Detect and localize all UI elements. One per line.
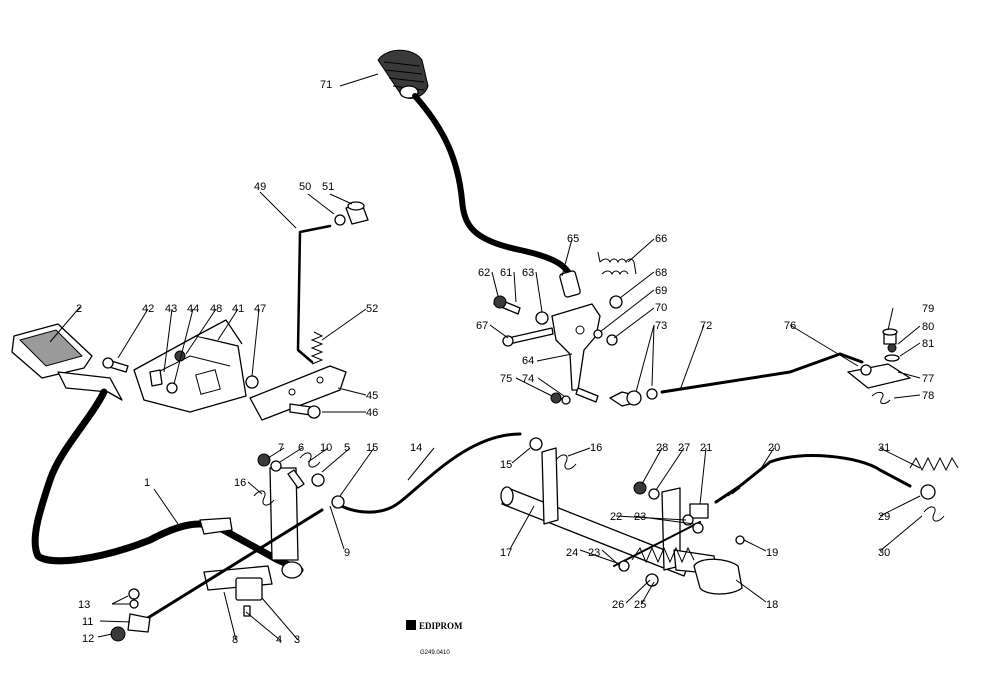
callout-16-right: 16 xyxy=(590,442,602,454)
callout-13: 13 xyxy=(78,599,90,611)
gear-lever-rod xyxy=(412,93,581,298)
callout-24: 24 xyxy=(566,547,578,559)
callout-1: 1 xyxy=(144,477,150,489)
callout-45: 45 xyxy=(366,390,378,402)
shaft-clamp xyxy=(693,535,745,595)
callout-46: 46 xyxy=(366,407,378,419)
callout-50: 50 xyxy=(299,181,311,193)
drawing-code: G249.0410 xyxy=(420,650,450,656)
callout-62: 62 xyxy=(478,267,490,279)
brand-name: EDIPROM xyxy=(419,621,463,631)
brake-pedal xyxy=(11,323,123,401)
callout-68: 68 xyxy=(655,267,667,279)
callout-75: 75 xyxy=(500,373,512,385)
callout-18: 18 xyxy=(766,599,778,611)
callout-26: 26 xyxy=(612,599,624,611)
callout-81: 81 xyxy=(922,338,934,350)
callout-63: 63 xyxy=(522,267,534,279)
callout-65: 65 xyxy=(567,233,579,245)
callout-31: 31 xyxy=(878,442,890,454)
torsion-spring xyxy=(597,251,637,276)
callout-41: 41 xyxy=(232,303,244,315)
spring-assembly xyxy=(613,481,709,587)
callout-52: 52 xyxy=(366,303,378,315)
connecting-rod-14 xyxy=(331,432,577,514)
callout-3: 3 xyxy=(294,634,300,646)
linkage-plate xyxy=(847,328,911,405)
callout-14: 14 xyxy=(410,442,422,454)
callout-69: 69 xyxy=(655,285,667,297)
callout-8: 8 xyxy=(232,634,238,646)
callout-17: 17 xyxy=(500,547,512,559)
rod-and-plate xyxy=(249,201,369,421)
callout-15-right: 15 xyxy=(500,459,512,471)
callout-7: 7 xyxy=(278,442,284,454)
callout-44: 44 xyxy=(187,303,199,315)
callout-43: 43 xyxy=(165,303,177,315)
callout-77: 77 xyxy=(922,373,934,385)
lever-bracket xyxy=(493,295,623,405)
ediprom-logo: EDIPROM G249.0410 xyxy=(406,620,463,656)
callout-61: 61 xyxy=(500,267,512,279)
callout-20: 20 xyxy=(768,442,780,454)
callout-21: 21 xyxy=(700,442,712,454)
callout-48: 48 xyxy=(210,303,222,315)
callout-16-left: 16 xyxy=(234,477,246,489)
callout-22: 22 xyxy=(610,511,622,523)
callout-5: 5 xyxy=(344,442,350,454)
callout-labels: 71 49 50 51 52 2 42 43 44 48 41 47 45 46… xyxy=(76,79,934,646)
callout-49: 49 xyxy=(254,181,266,193)
callout-23-upper: 23 xyxy=(634,511,646,523)
adjusting-rod-20 xyxy=(714,454,912,504)
callout-2: 2 xyxy=(76,303,82,315)
callout-71: 71 xyxy=(320,79,332,91)
callout-11: 11 xyxy=(82,616,93,628)
callout-64: 64 xyxy=(522,355,534,367)
callout-70: 70 xyxy=(655,302,667,314)
callout-78: 78 xyxy=(922,390,934,402)
callout-66: 66 xyxy=(655,233,667,245)
pivot-hardware xyxy=(253,452,325,506)
callout-23-lower: 23 xyxy=(588,547,600,559)
callout-79: 79 xyxy=(922,303,934,315)
callout-47: 47 xyxy=(254,303,266,315)
callout-29: 29 xyxy=(878,511,890,523)
rear-spring xyxy=(909,456,959,522)
callout-42: 42 xyxy=(142,303,154,315)
long-rod xyxy=(609,352,864,407)
callout-74: 74 xyxy=(522,373,534,385)
callout-80: 80 xyxy=(922,321,934,333)
callout-73: 73 xyxy=(655,320,667,332)
callout-51: 51 xyxy=(322,181,334,193)
callout-4: 4 xyxy=(276,634,282,646)
callout-28: 28 xyxy=(656,442,668,454)
callout-10: 10 xyxy=(320,442,332,454)
callout-9: 9 xyxy=(344,547,350,559)
leader-lines xyxy=(49,73,923,641)
callout-76: 76 xyxy=(784,320,796,332)
callout-30: 30 xyxy=(878,547,890,559)
callout-15-left: 15 xyxy=(366,442,378,454)
callout-27: 27 xyxy=(678,442,690,454)
main-pedal-shaft xyxy=(31,388,304,601)
callout-67: 67 xyxy=(476,320,488,332)
callout-72: 72 xyxy=(700,320,712,332)
gear-lever-knob xyxy=(377,49,429,99)
callout-6: 6 xyxy=(298,442,304,454)
callout-19: 19 xyxy=(766,547,778,559)
pedal-bracket xyxy=(102,319,259,413)
callout-25: 25 xyxy=(634,599,646,611)
callout-12: 12 xyxy=(82,633,94,645)
